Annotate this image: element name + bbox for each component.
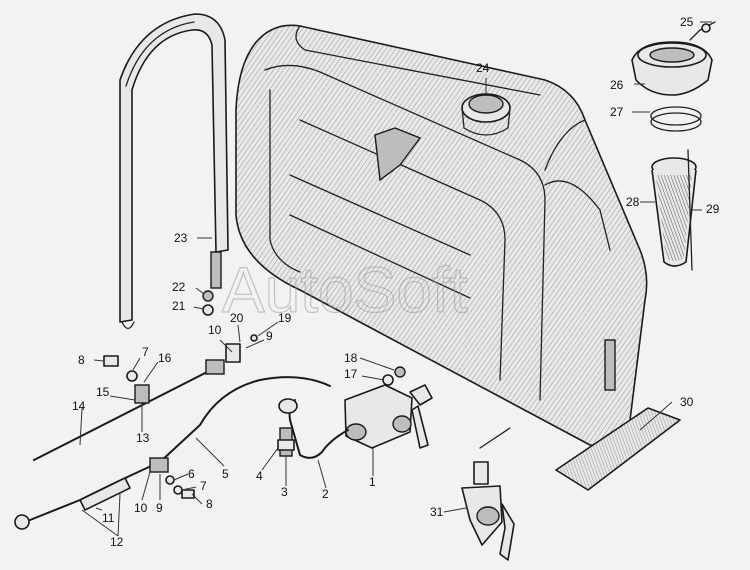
callout-22: 22 <box>172 280 186 294</box>
callout-23: 23 <box>174 231 188 245</box>
mounting-pad <box>555 407 681 491</box>
callout-5: 5 <box>222 467 229 481</box>
callout-16: 16 <box>158 351 172 365</box>
callout-30: 30 <box>680 395 694 409</box>
fuel-line-5 <box>14 376 331 530</box>
callout-24: 24 <box>476 61 490 75</box>
callout-labels: 25 24 26 27 28 29 23 22 21 20 19 10 9 8 … <box>72 15 720 549</box>
callout-10-top: 10 <box>208 323 222 337</box>
fuel-line-2 <box>277 398 349 459</box>
callout-28: 28 <box>626 195 640 209</box>
callout-18: 18 <box>344 351 358 365</box>
seal-ring <box>650 106 702 132</box>
leader-lines <box>79 21 712 537</box>
filler-cap <box>631 21 716 96</box>
callout-14: 14 <box>72 399 86 413</box>
filler-neck <box>461 93 511 136</box>
callout-9-top: 9 <box>266 329 273 343</box>
callout-29: 29 <box>706 202 720 216</box>
callout-4: 4 <box>256 469 263 483</box>
callout-15: 15 <box>96 385 110 399</box>
callout-3: 3 <box>281 485 288 499</box>
drain-rod <box>33 343 241 461</box>
callout-12: 12 <box>110 535 124 549</box>
tank-strap <box>119 13 229 330</box>
callout-11: 11 <box>102 511 115 525</box>
callout-8-left: 8 <box>78 353 85 367</box>
drain-cock <box>461 427 515 561</box>
callout-10-bottom: 10 <box>134 501 148 515</box>
callout-25: 25 <box>680 15 694 29</box>
callout-7-bottom: 7 <box>200 479 207 493</box>
callout-1: 1 <box>369 475 376 489</box>
fuel-tap <box>344 384 433 449</box>
filler-strainer <box>651 149 697 271</box>
callout-9-bottom: 9 <box>156 501 163 515</box>
callout-2: 2 <box>322 487 329 501</box>
callout-19: 19 <box>278 311 292 325</box>
callout-27: 27 <box>610 105 624 119</box>
callout-6: 6 <box>188 467 195 481</box>
callout-13: 13 <box>136 431 150 445</box>
callout-17: 17 <box>344 367 358 381</box>
callout-8-bottom: 8 <box>206 497 213 511</box>
callout-31: 31 <box>430 505 444 519</box>
callout-20: 20 <box>230 311 244 325</box>
fasteners <box>103 290 406 499</box>
callout-26: 26 <box>610 78 624 92</box>
watermark: AutoSoft <box>222 254 468 326</box>
fuel-tank <box>235 24 648 447</box>
callout-7-left: 7 <box>142 345 149 359</box>
callout-21: 21 <box>172 299 186 313</box>
